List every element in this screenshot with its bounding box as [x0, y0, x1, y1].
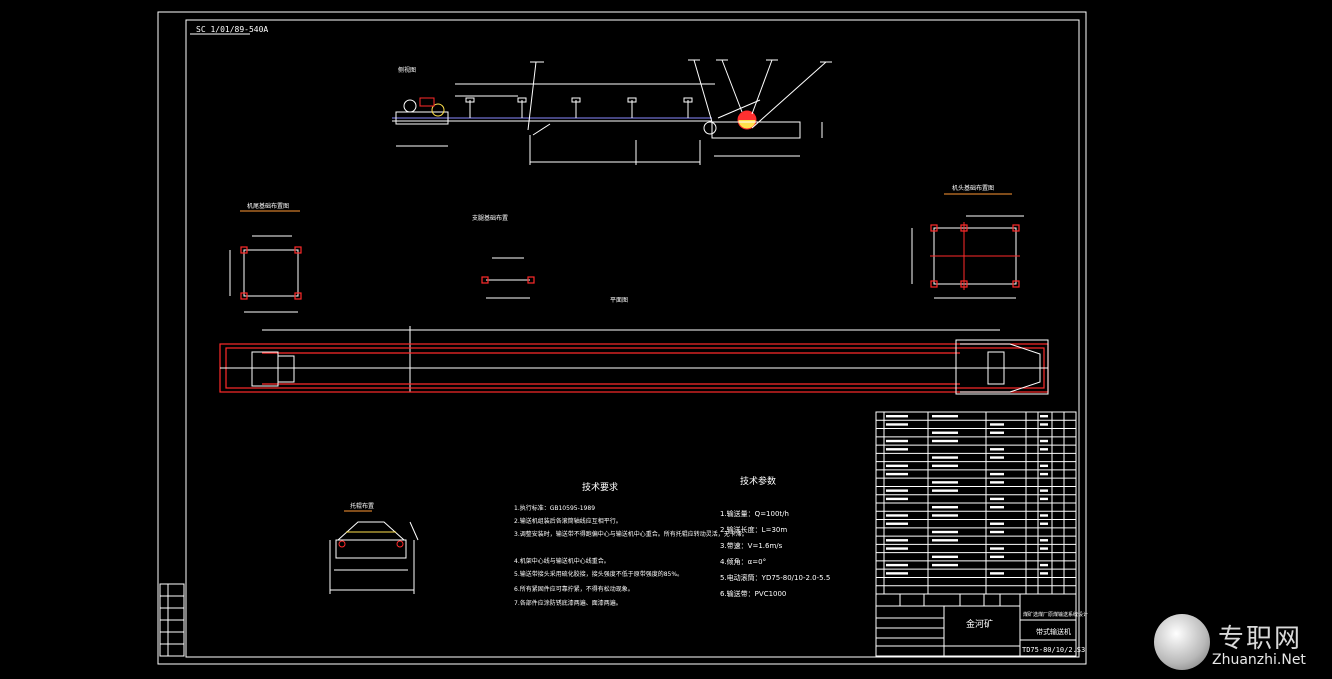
tech-req-title: 技术要求 [582, 481, 618, 493]
parts-cell-mark [886, 539, 908, 542]
parts-cell-mark [932, 563, 958, 567]
inner-border [185, 19, 1080, 658]
tech-params: 技术参数 1.输送量：Q=100t/h 2.输送长度：L=30m 3.带速：V=… [720, 475, 830, 598]
parts-cell-mark [990, 506, 1004, 509]
parts-cell-mark [886, 415, 908, 418]
parts-cell-mark [932, 489, 958, 492]
tech-req-line-6: 6.所有紧固件应可靠拧紧，不得有松动现象。 [514, 585, 634, 593]
parts-cell-mark [932, 431, 958, 434]
parts-cell-mark [990, 431, 1004, 434]
foundation-right: 机头基础布置图 [911, 184, 1024, 299]
parts-cell-mark [886, 514, 908, 517]
parts-cell-mark [990, 472, 1004, 476]
tech-requirements: 技术要求 1.执行标准：GB10595-1989 2.输送机组装后各滚筒轴线应互… [514, 481, 748, 607]
foundation-mid-label: 支腿基础布置 [472, 214, 508, 222]
parts-cell-mark [1040, 423, 1048, 426]
parts-cell-mark [932, 514, 958, 517]
parts-cell-mark [1040, 489, 1048, 492]
tech-req-line-2: 2.输送机组装后各滚筒轴线应互相平行。 [514, 517, 622, 525]
watermark-logo [1154, 614, 1210, 670]
tech-param-3: 3.带速：V=1.6m/s [720, 542, 783, 550]
title-name: 带式输送机 [1036, 627, 1071, 636]
foundation-left-label: 机尾基础布置图 [247, 202, 289, 210]
parts-cell-mark [886, 472, 908, 476]
parts-cell-mark [990, 555, 1004, 559]
parts-cell-mark [990, 481, 1004, 484]
tech-req-line-4: 4.机架中心线与输送机中心线重合。 [514, 557, 610, 565]
parts-list [875, 411, 1077, 595]
parts-cell-mark [932, 481, 958, 484]
drawing-code: SC 1/01/89-540A [196, 25, 268, 34]
title-block: 金河矿 煤矿选煤厂原煤输送系统设计 带式输送机 TD75-80/10/2.S3 [875, 593, 1088, 657]
parts-cell-mark [990, 572, 1004, 575]
parts-cell-mark [1040, 472, 1048, 476]
parts-cell-mark [1040, 448, 1048, 451]
parts-cell-mark [990, 547, 1004, 550]
idler-label: 托辊布置 [350, 502, 374, 510]
side-view: 侧视图 [392, 59, 832, 165]
parts-cell-mark [932, 539, 958, 542]
parts-cell-mark [1040, 547, 1048, 550]
parts-cell-mark [886, 439, 908, 443]
parts-cell-mark [886, 464, 908, 468]
parts-cell-mark [990, 497, 1004, 501]
tech-req-line-3: 3.调整安装时，输送带不得跑偏中心与输送机中心重合。所有托辊应转动灵活，无卡滞。 [514, 530, 748, 538]
parts-cell-mark [1040, 563, 1048, 567]
parts-cell-mark [1040, 522, 1048, 525]
watermark-cn: 专职网 [1218, 624, 1303, 654]
margin-revision-box [159, 583, 185, 657]
tech-req-line-7: 7.各部件应涂防锈底漆两遍、面漆两遍。 [514, 599, 622, 607]
parts-cell-mark [886, 572, 908, 575]
parts-cell-mark [932, 456, 958, 459]
tech-param-2: 2.输送长度：L=30m [720, 525, 787, 534]
parts-cell-mark [886, 522, 908, 525]
parts-cell-mark [886, 489, 908, 492]
tech-req-line-5: 5.输送带接头采用硫化胶接，接头强度不低于原带强度的85%。 [514, 570, 683, 578]
parts-cell-mark [932, 506, 958, 509]
parts-cell-mark [1040, 415, 1048, 418]
tech-req-line-1: 1.执行标准：GB10595-1989 [514, 504, 595, 512]
parts-cell-mark [932, 464, 958, 468]
idler-detail: 托辊布置 [329, 502, 419, 594]
title-drawing-no: TD75-80/10/2.S3 [1022, 646, 1085, 654]
plan-view-label: 平面图 [610, 297, 628, 304]
parts-cell-mark [886, 423, 908, 426]
parts-cell-mark [886, 563, 908, 567]
parts-cell-mark [990, 423, 1004, 426]
outer-border [157, 11, 1087, 665]
tech-param-1: 1.输送量：Q=100t/h [720, 509, 789, 518]
tech-param-6: 6.输送带：PVC1000 [720, 589, 786, 598]
parts-cell-mark [1040, 539, 1048, 542]
parts-cell-mark [990, 456, 1004, 459]
parts-cell-mark [1040, 497, 1048, 501]
foundation-right-label: 机头基础布置图 [952, 184, 994, 192]
side-view-label: 侧视图 [398, 66, 416, 74]
parts-cell-mark [932, 530, 958, 534]
parts-cell-mark [990, 448, 1004, 451]
title-company: 金河矿 [966, 618, 993, 630]
foundation-left: 机尾基础布置图 [229, 202, 302, 313]
tech-param-5: 5.电动滚筒：YD75-80/10-2.0-5.5 [720, 573, 830, 582]
tech-params-title: 技术参数 [740, 475, 776, 487]
parts-cell-mark [886, 547, 908, 550]
tech-param-4: 4.倾角：α=0° [720, 557, 766, 566]
parts-cell-mark [1040, 514, 1048, 517]
parts-cell-mark [1040, 464, 1048, 468]
plan-view: 平面图 [219, 297, 1049, 395]
parts-cell-mark [990, 522, 1004, 525]
title-project: 煤矿选煤厂原煤输送系统设计 [1023, 611, 1088, 618]
parts-cell-mark [932, 439, 958, 443]
parts-cell-mark [990, 530, 1004, 534]
foundation-mid: 支腿基础布置 [472, 214, 535, 299]
parts-cell-mark [1040, 439, 1048, 443]
parts-cell-mark [932, 415, 958, 418]
parts-cell-mark [932, 555, 958, 559]
watermark-en: Zhuanzhi.Net [1212, 652, 1306, 668]
parts-cell-mark [886, 497, 908, 501]
parts-cell-mark [1040, 572, 1048, 575]
parts-cell-mark [886, 448, 908, 451]
